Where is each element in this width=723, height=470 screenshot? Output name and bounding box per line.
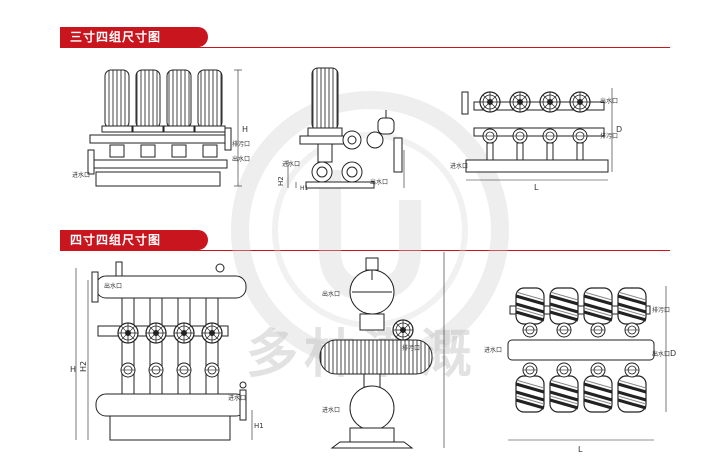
upper-manifold	[89, 134, 231, 144]
top-drain-manifold	[509, 305, 651, 315]
base-frame	[95, 171, 221, 187]
top-manifold	[473, 101, 605, 111]
section-divider-3inch	[60, 47, 670, 48]
label-outlet-3inch-side: 出水口	[370, 178, 388, 186]
label-h1-3inch-side: H1	[300, 185, 309, 192]
label-d-3inch-top: D	[616, 125, 622, 134]
label-outlet-4inch-top: 出水口	[652, 350, 670, 358]
label-h-4inch-front: H	[70, 365, 76, 374]
label-h1-4inch-front: H1	[254, 422, 264, 430]
label-inlet-4inch-front: 进水口	[228, 394, 246, 402]
label-l-4inch-top: L	[578, 445, 583, 454]
inlet-header-pipe	[95, 393, 247, 417]
top-main-pipe	[507, 339, 655, 361]
label-outlet-3inch-top: 出水口	[600, 97, 618, 105]
valves-row	[109, 144, 218, 158]
label-d-4inch-top: D	[670, 349, 676, 358]
label-inlet-3inch-top: 进水口	[450, 162, 468, 170]
label-h2-4inch-front: H2	[79, 361, 88, 372]
label-outlet-4inch-front: 出水口	[104, 282, 122, 290]
label-drain-4inch-side: 排污口	[402, 344, 420, 352]
label-outlet-3inch-front: 出水口	[232, 155, 250, 163]
section-title-3inch: 三寸四组尺寸图	[60, 27, 208, 47]
label-h-3inch-front: H	[242, 125, 248, 134]
label-h2-3inch-side: H2	[277, 176, 285, 186]
bottom-flange	[349, 385, 395, 431]
label-drain-4inch-top: 排污口	[652, 306, 670, 314]
filter-canisters	[101, 69, 226, 133]
label-outlet-4inch-side: 出水口	[322, 290, 340, 298]
drawing-3inch-front	[87, 69, 242, 187]
label-l-3inch-top: L	[534, 183, 539, 192]
section-divider-4inch	[60, 250, 670, 251]
drawing-3inch-side	[287, 67, 405, 189]
label-inlet-4inch-top: 进水口	[484, 346, 502, 354]
label-inlet-3inch-front: 进水口	[72, 171, 90, 179]
frame-legs	[109, 415, 231, 441]
label-inlet-4inch-side: 进水口	[322, 406, 340, 414]
label-drain-3inch-top: 排污口	[600, 132, 618, 140]
label-inlet-3inch-side: 进水口	[282, 160, 300, 168]
drawing-3inch-top	[461, 88, 613, 181]
drawing-4inch-side	[319, 252, 445, 449]
side-canister	[311, 67, 339, 131]
drawing-4inch-front	[75, 261, 253, 441]
drawing-4inch-top	[507, 286, 667, 441]
label-drain-3inch-front: 排污口	[232, 140, 250, 148]
lower-manifold	[91, 159, 228, 169]
top-inlet-pipe	[465, 159, 609, 173]
section-title-4inch: 四寸四组尺寸图	[60, 230, 208, 250]
